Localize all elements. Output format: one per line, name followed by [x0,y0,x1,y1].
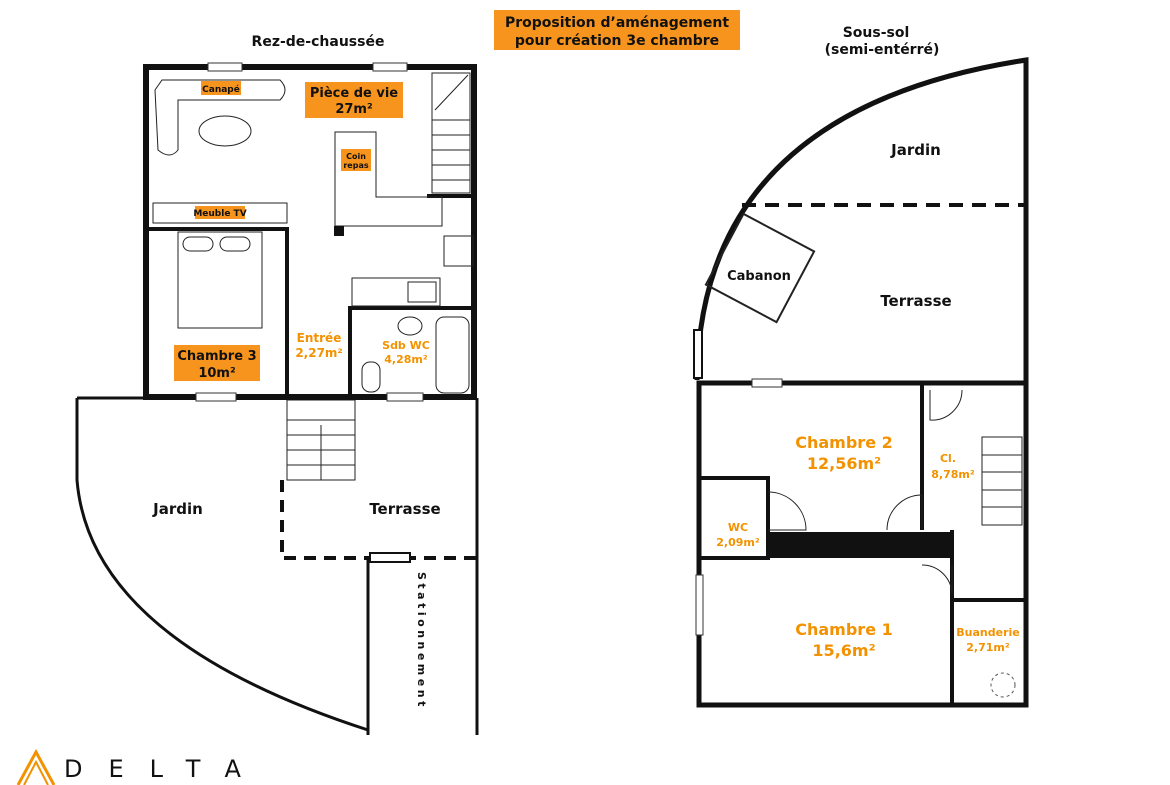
basement-heading-2: (semi-entérré) [825,42,940,58]
laundry-name: Buanderie [956,626,1019,639]
kitchen-counter [351,277,441,307]
title-line-2: pour création 3e chambre [515,33,719,49]
door-swing [929,389,963,421]
basement-outer-arc [694,57,1029,382]
door-swing [921,564,953,596]
pillow [219,236,251,252]
garden-label: Jardin [152,500,203,518]
bedroom3-wall [148,227,289,397]
delta-logo: DELTA [16,748,267,785]
door-swing [767,491,807,531]
tv-unit-label: Meuble TV [193,209,246,219]
sink [407,281,437,303]
basement-plan: Sous-sol (semi-entérré) Cabanon Jardin T… [693,25,1029,708]
window [693,329,703,379]
bedroom3-area: 10m² [198,366,235,381]
window [695,574,704,636]
bed [177,231,263,329]
bedroom3-name: Chambre 3 [177,349,256,364]
bedroom2-area: 12,56m² [807,454,881,473]
toilet [361,361,381,393]
outdoor-stairs [286,399,356,481]
basement-stairs [981,436,1023,526]
cooktop [443,235,474,267]
pillar [334,226,344,236]
terrace-label: Terrasse [369,500,440,518]
ground-floor-plan: Rez-de-chaussée [75,34,479,735]
coffee-table [198,115,252,147]
closet-name: Cl. [940,452,956,465]
closet-area: 8,78m² [931,468,975,481]
shed [704,212,816,324]
tv-unit [152,202,288,224]
bedroom2-name: Chambre 2 [795,433,893,452]
bathroom-name: Sdb WC [382,339,430,352]
dining-label-2: repas [343,161,368,170]
window [372,62,408,72]
window [369,552,411,563]
laundry-area: 2,71m² [966,641,1010,654]
window [751,378,783,388]
ground-outer-walls [143,64,477,400]
bedroom1-area: 15,6m² [812,641,875,660]
bathroom-area: 4,28m² [384,353,428,366]
sofa [154,79,286,156]
entry-area: 2,27m² [295,346,342,360]
basement-walls [696,380,1029,708]
entry-name: Entrée [297,331,342,345]
logo-text: DELTA [64,755,267,783]
basement-garden-label: Jardin [890,141,941,159]
basement-heading-1: Sous-sol [843,25,910,41]
bathtub [435,316,470,394]
title-banner: Proposition d’aménagement pour création … [494,10,740,50]
window [195,392,237,402]
shed-label: Cabanon [727,269,791,284]
washbasin [397,316,423,336]
logo-mark-icon [16,748,56,785]
terrace-dashed-border [280,480,477,560]
wc-area: 2,09m² [716,536,760,549]
title-line-1: Proposition d’aménagement [505,15,729,31]
interior-stairs [431,72,471,194]
structural-wall [770,532,952,558]
living-room-name: Pièce de vie [310,86,398,101]
window [207,62,243,72]
window [386,392,424,402]
pillow [182,236,214,252]
ground-floor-heading: Rez-de-chaussée [252,34,385,50]
basement-terrace-label: Terrasse [880,292,951,310]
bedroom1-name: Chambre 1 [795,620,893,639]
sofa-label: Canapé [202,84,240,95]
door-swing [886,494,923,531]
dining-counter [334,131,443,227]
wc-name: WC [728,521,748,534]
living-room-area: 27m² [335,102,372,117]
bathroom-wall [348,306,474,397]
dining-label-1: Coin [346,152,366,161]
parking-label: Stationnement [415,572,428,710]
washing-machine [990,672,1016,698]
interior-walls [700,385,1024,703]
